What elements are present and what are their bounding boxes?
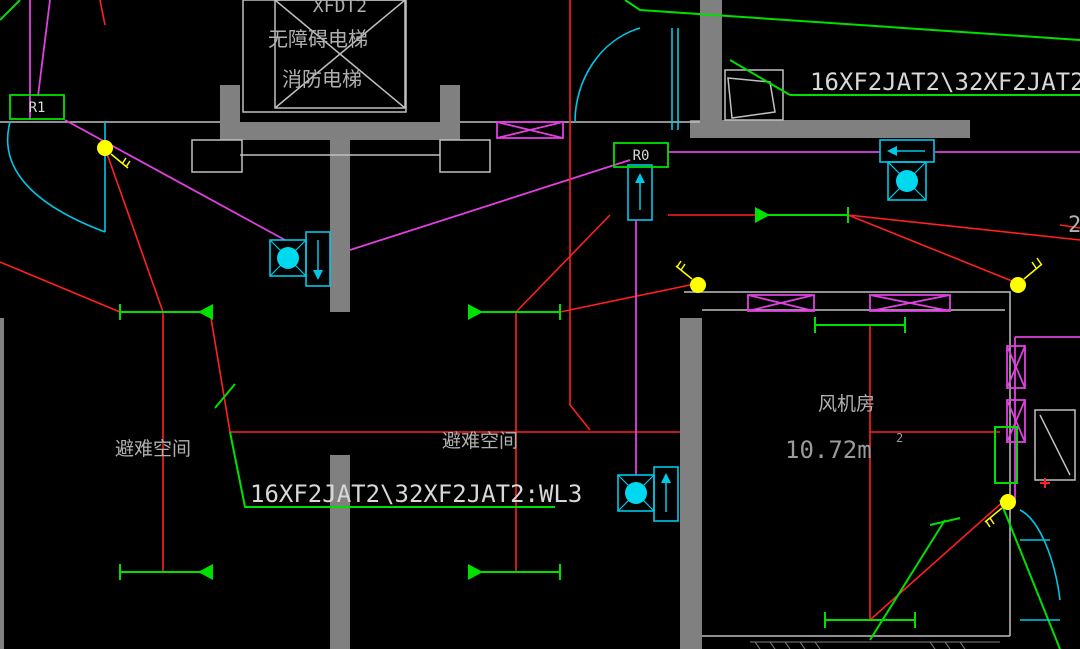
elevator-label-fire: 消防电梯 <box>282 67 362 91</box>
labels: XFDT2 无障碍电梯 消防电梯 16XF2JAT2\32XF2JAT2:W 1… <box>115 0 1080 508</box>
bottom-hatch <box>750 641 1000 649</box>
elevator-code: XFDT2 <box>313 0 367 17</box>
fan-room-name: 风机房 <box>818 393 875 415</box>
smoke-detector-icon[interactable] <box>984 494 1016 528</box>
refuge-area-left-label: 避难空间 <box>115 438 191 460</box>
fan-room-area: 10.72m <box>785 436 872 464</box>
unit-tag-r0[interactable]: R0 <box>613 142 669 168</box>
exhaust-fan-top-right[interactable] <box>879 139 935 201</box>
smoke-detector-icon[interactable] <box>1010 257 1043 293</box>
exhaust-fan-center[interactable] <box>617 466 679 522</box>
magenta-lines <box>29 0 1080 500</box>
supply-damper-r0[interactable] <box>627 164 653 475</box>
cyan-doors <box>6 27 1061 621</box>
outlines <box>0 0 1076 637</box>
unit-tag-r1-label: R1 <box>29 100 46 116</box>
cable-label-mid: 16XF2JAT2\32XF2JAT2:WL3 <box>250 480 582 508</box>
cross-mark-icon <box>1040 478 1050 488</box>
unit-tag-r0-label: R0 <box>633 148 650 164</box>
edge-mark: 2 <box>1068 213 1080 238</box>
unit-tag-r1[interactable]: R1 <box>9 94 65 120</box>
fan-room-area-unit: 2 <box>896 431 903 445</box>
exhaust-fan-left[interactable] <box>269 231 331 287</box>
red-lines <box>0 0 1080 621</box>
smoke-detectors <box>97 140 1043 528</box>
refuge-area-center-label: 避难空间 <box>442 430 518 452</box>
walls <box>0 0 970 649</box>
cable-label-top: 16XF2JAT2\32XF2JAT2:W <box>810 68 1080 96</box>
elevator-label-accessible: 无障碍电梯 <box>268 27 368 51</box>
green-arrows <box>198 207 770 580</box>
smoke-detector-icon[interactable] <box>97 140 131 169</box>
smoke-detector-icon[interactable] <box>675 260 706 293</box>
